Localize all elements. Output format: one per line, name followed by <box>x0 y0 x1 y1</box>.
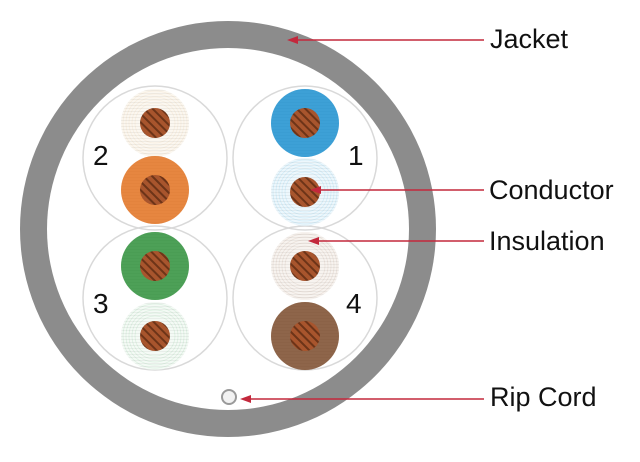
wire-striped-pair-1 <box>271 158 339 226</box>
conductor-core <box>140 251 170 281</box>
conductor-core <box>140 108 170 138</box>
wire-solid-pair-2 <box>121 156 189 224</box>
pair-number-4: 4 <box>346 288 362 319</box>
conductor-core <box>290 251 320 281</box>
pair-number-1: 1 <box>348 140 364 171</box>
conductor-core <box>290 321 320 351</box>
pointer-lines <box>240 36 484 403</box>
wire-solid-pair-1 <box>271 89 339 157</box>
conductor-core <box>290 177 320 207</box>
pointer-jacket <box>287 36 484 44</box>
wires <box>121 89 339 370</box>
pair-outline-1 <box>232 85 378 231</box>
conductor-core <box>140 175 170 205</box>
wire-striped-pair-2 <box>121 89 189 157</box>
label-conductor: Conductor <box>489 175 614 205</box>
wire-solid-pair-4 <box>271 302 339 370</box>
rip-cord <box>221 389 237 405</box>
pair-number-2: 2 <box>93 140 109 171</box>
pair-outline-2 <box>82 85 228 231</box>
pointer-rip-cord <box>240 395 484 403</box>
wire-striped-pair-3 <box>121 302 189 370</box>
label-insulation: Insulation <box>489 226 605 256</box>
cable-interior <box>47 48 409 410</box>
pair-number-3: 3 <box>93 288 109 319</box>
pointer-insulation <box>308 237 484 245</box>
label-jacket: Jacket <box>490 24 569 54</box>
pointer-conductor <box>310 186 484 194</box>
label-rip-cord: Rip Cord <box>490 382 597 412</box>
conductor-core <box>140 321 170 351</box>
conductor-core <box>290 108 320 138</box>
wire-striped-pair-4 <box>271 232 339 300</box>
wire-solid-pair-3 <box>121 232 189 300</box>
